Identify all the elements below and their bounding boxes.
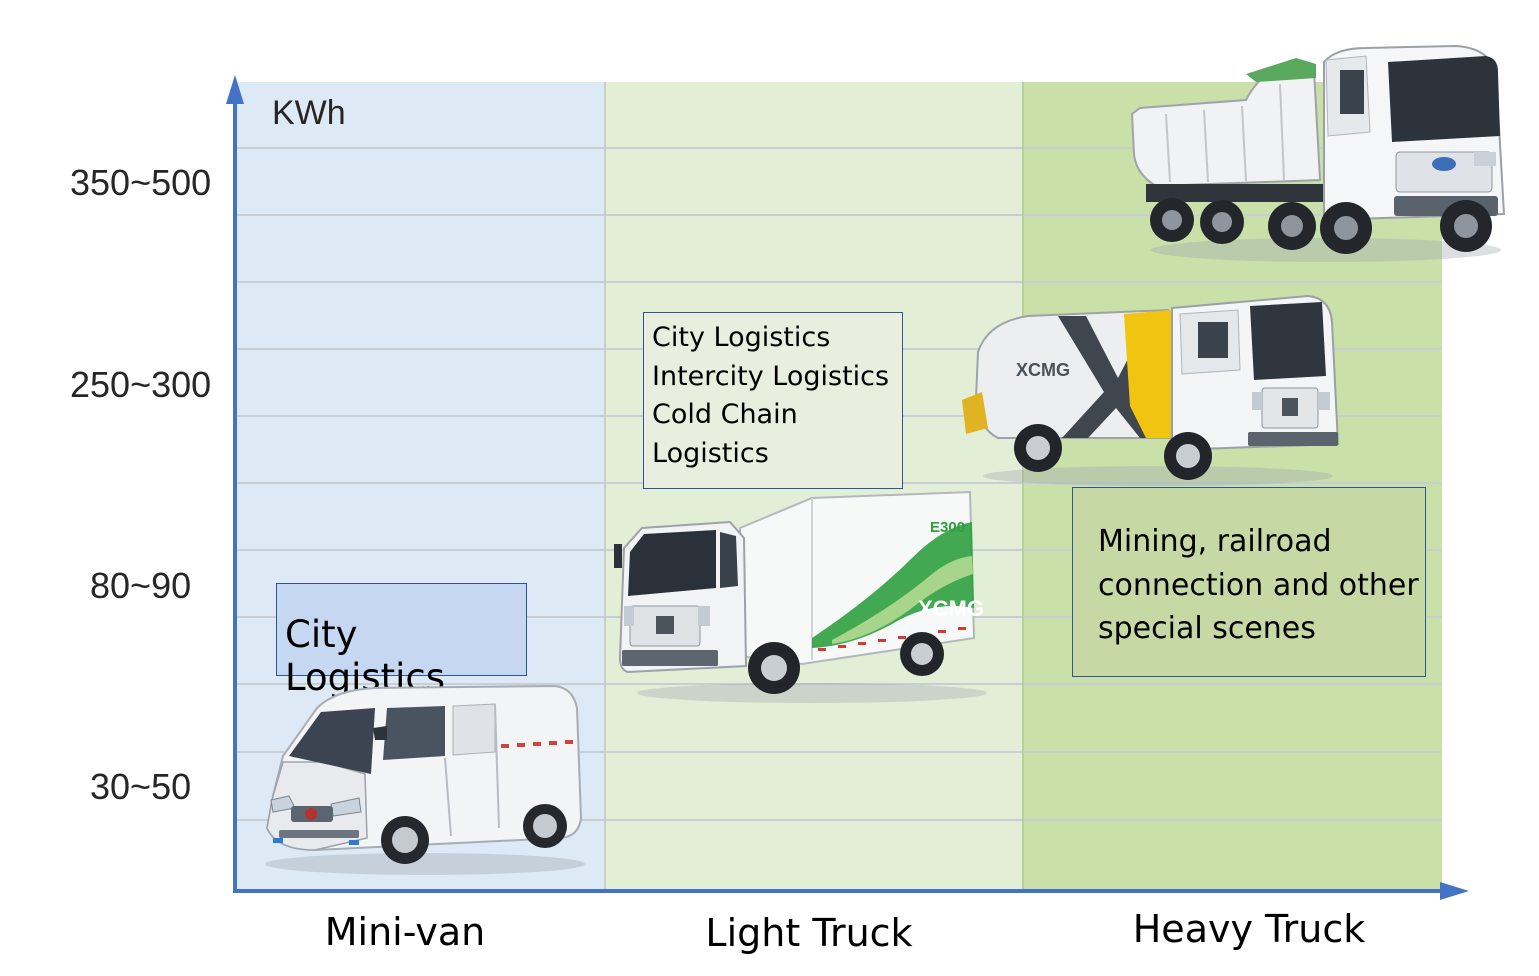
callout-light-truck: City Logistics Intercity Logistics Cold … <box>643 312 903 489</box>
x-category-label: Heavy Truck <box>1132 907 1366 951</box>
light-truck-brand-text: XCMG <box>918 596 984 621</box>
minivan-image <box>265 684 585 875</box>
y-tick-label: 80~90 <box>90 565 192 606</box>
y-tick-label: 30~50 <box>90 766 192 807</box>
callout-line: special scenes <box>1098 611 1316 646</box>
callout-line: City Logistics <box>652 322 831 353</box>
x-category-label: Light Truck <box>705 911 913 955</box>
callout-line: connection and other <box>1098 567 1419 603</box>
callout-minivan: City Logistics <box>276 583 527 699</box>
y-tick-label: 350~500 <box>70 162 212 203</box>
garbage-truck-brand-text: XCMG <box>1016 360 1070 380</box>
callout-heavy-truck: Mining, railroad connection and other sp… <box>1072 487 1426 677</box>
light-truck-model-text: E300 <box>930 519 965 536</box>
x-axis-arrow <box>1440 882 1469 900</box>
callout-line: Mining, railroad <box>1098 524 1332 559</box>
garbage-truck-image: XCMG <box>962 294 1340 486</box>
y-axis-unit-label: KWh <box>272 94 346 132</box>
callout-line: Intercity Logistics <box>652 360 890 392</box>
y-tick-label: 250~300 <box>70 364 212 405</box>
y-axis-arrow <box>226 75 244 104</box>
x-category-label: Mini-van <box>324 910 486 954</box>
light-truck-image: E300 XCMG <box>614 490 987 703</box>
callout-line: Logistics <box>652 437 769 469</box>
dump-truck-image <box>1130 44 1506 262</box>
callout-line: Cold Chain <box>652 399 798 430</box>
